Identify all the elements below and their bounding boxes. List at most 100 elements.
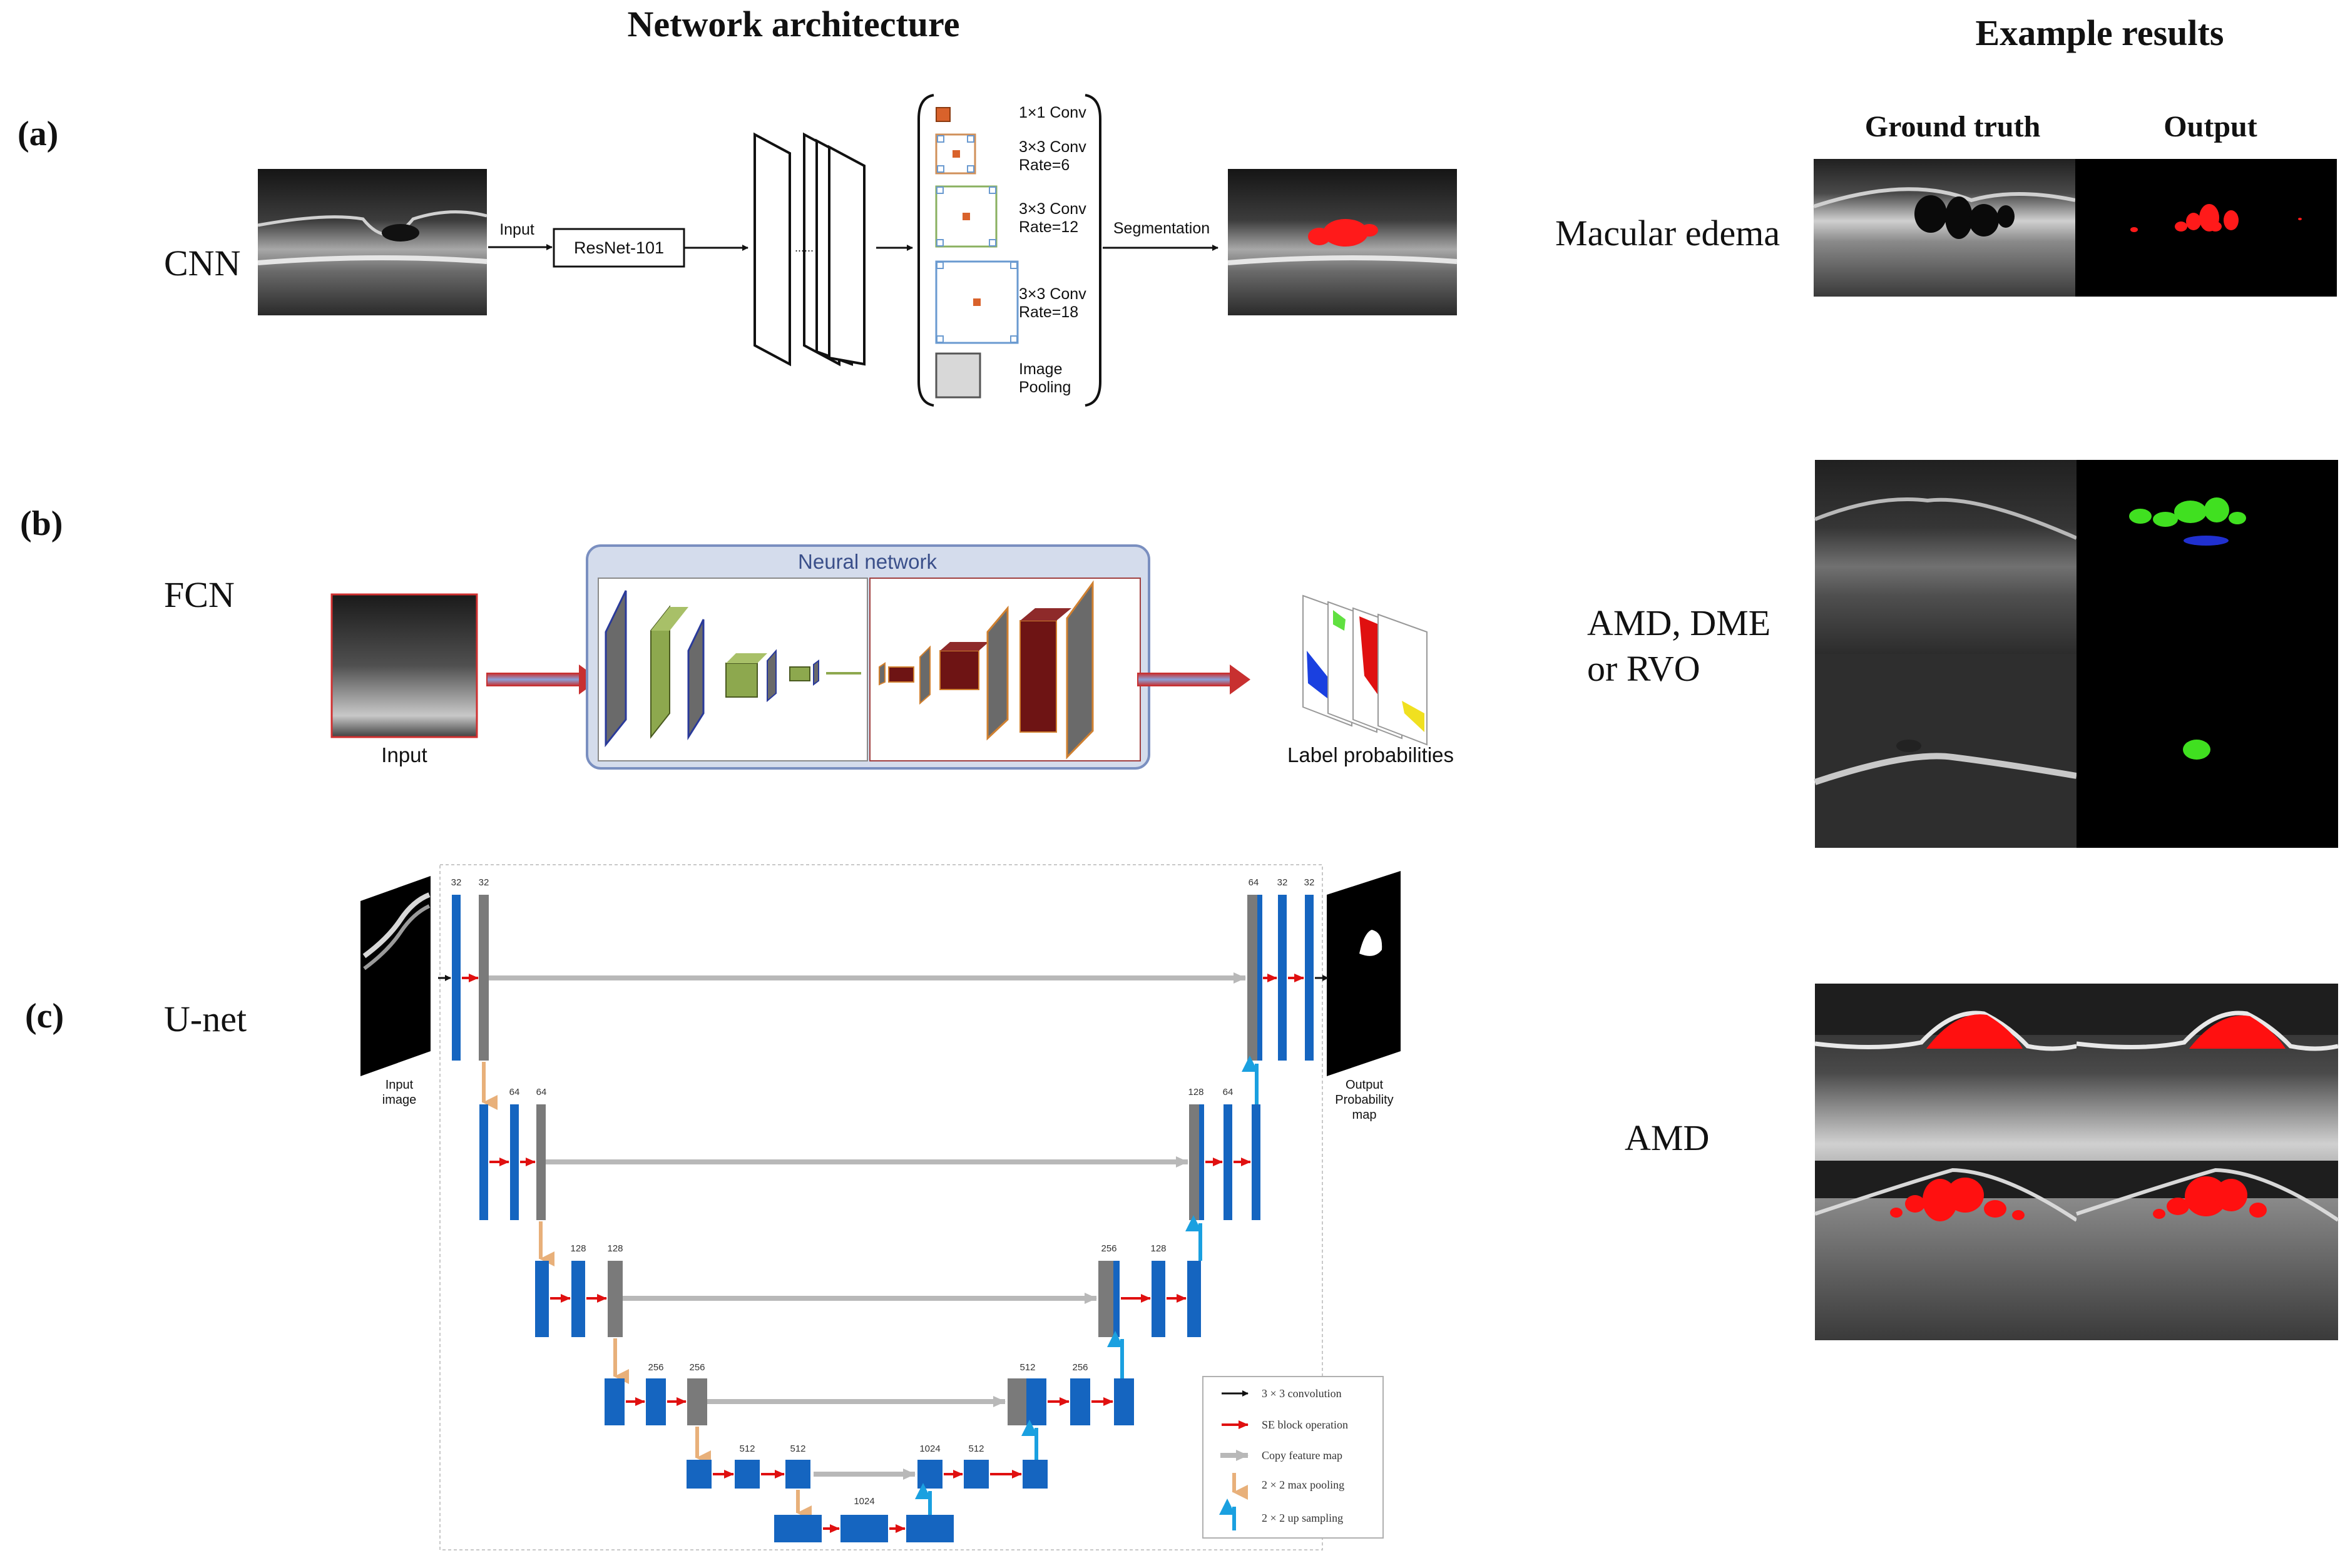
aspp-image-pooling-label-2: Pooling [1019,379,1071,396]
neural-network-title: Neural network [798,550,937,573]
unet-output-caption-3: map [1352,1108,1377,1122]
cnn-input-oct-image [257,169,488,315]
amd-dme-rvo-label-1: AMD, DME [1587,603,1770,643]
unet-block-enc5-c [785,1460,810,1489]
unet-label-enc3-a: 128 [570,1243,586,1254]
unet-output-caption-2: Probability [1335,1093,1393,1107]
unet-block-enc3-b [571,1261,585,1337]
unet-block-enc4-a [605,1378,625,1425]
unet-label-dec2-b: 64 [1223,1087,1234,1097]
panel-b-letter: (b) [20,504,63,543]
unet-block-dec1-c [1305,895,1314,1061]
unet-block-dec2-c [1252,1104,1260,1220]
amd-dme-rvo-label-2: or RVO [1587,648,1700,689]
aspp-conv-rate6-label-2: Rate=6 [1019,156,1070,174]
macular-edema-ground-truth [1813,159,2076,297]
fcn-encoder-blocks [605,590,861,748]
legend-conv-label: 3 × 3 convolution [1262,1387,1342,1400]
unet-input-caption-1: Input [386,1078,414,1092]
heading-example-results: Example results [1976,13,2224,53]
heading-network-architecture: Network architecture [628,4,960,44]
unet-label-enc5-b: 512 [790,1443,805,1454]
cnn-output-oct-image [1227,169,1458,315]
resnet-label: ResNet-101 [574,238,664,257]
unet-input-image [360,876,431,1076]
amd-output [2076,984,2339,1340]
unet-label-dec5-a: 1024 [919,1443,940,1454]
aspp-image-pooling-label-1: Image [1019,360,1062,378]
unet-block-dec2-a2 [1199,1104,1204,1220]
unet-block-enc4-b [646,1378,666,1425]
unet-block-dec3-b [1152,1261,1165,1337]
aspp-image-pooling-icon [935,352,981,399]
amd-ground-truth [1814,984,2078,1340]
unet-block-bottom-b [840,1515,888,1542]
panel-a-letter: (a) [18,115,58,153]
unet-block-enc1-a [452,895,461,1061]
fcn-decoder-blocks [879,580,1094,760]
amd-dme-rvo-ground-truth [1814,460,2078,848]
panel-c: (c) U-net Input image Output Probability… [25,864,2339,1550]
unet-label-dec1-b: 32 [1277,877,1288,888]
unet-block-enc3-a [535,1261,549,1337]
unet-label-enc1-b: 32 [479,877,489,888]
unet-block-dec5-b [964,1460,989,1489]
unet-output-image [1327,871,1401,1076]
unet-label-enc1-a: 32 [451,877,462,888]
panel-a: (a) CNN Input ResNet-101 ...... 1×1 Conv [18,94,2337,407]
unet-block-enc3-c [608,1261,623,1337]
aspp-conv-rate6-label-1: 3×3 Conv [1019,138,1086,156]
aspp-left-bracket [917,94,934,407]
fcn-input-caption: Input [381,743,427,766]
cnn-dots: ...... [795,242,814,254]
unet-label-dec3-a: 256 [1101,1243,1116,1254]
unet-block-dec5-a [917,1460,943,1489]
amd-label: AMD [1625,1117,1709,1158]
aspp-right-bracket [1085,94,1101,407]
aspp-conv-rate18-icon [935,260,1019,344]
unet-label-enc4-a: 256 [648,1362,663,1373]
unet-label-bottom: 1024 [854,1496,874,1507]
unet-block-enc4-c [687,1378,707,1425]
unet-block-dec1-b [1278,895,1287,1061]
macular-edema-output [2075,159,2337,297]
unet-block-dec1-a2 [1257,895,1262,1061]
unet-block-dec3-a2 [1113,1261,1120,1337]
unet-block-dec5-c [1023,1460,1048,1489]
unet-input-caption-2: image [382,1093,416,1107]
panel-c-model-label: U-net [164,999,247,1039]
aspp-conv-rate12-label-2: Rate=12 [1019,218,1078,236]
cnn-feature-planes [754,132,866,367]
aspp-conv1-label: 1×1 Conv [1019,104,1086,121]
unet-block-dec2-b [1224,1104,1232,1220]
unet-block-dec4-c [1114,1378,1134,1425]
legend-se-label: SE block operation [1262,1418,1348,1431]
panel-c-letter: (c) [25,997,64,1036]
fcn-output-arrow-head [1230,664,1250,695]
unet-output-caption-1: Output [1346,1078,1383,1092]
unet-block-dec4-b [1070,1378,1090,1425]
aspp-conv-rate18-label-1: 3×3 Conv [1019,285,1086,303]
unet-block-enc2-c [536,1104,546,1220]
unet-label-enc5-a: 512 [739,1443,755,1454]
fcn-label-probability-maps [1302,594,1428,746]
unet-label-dec2-a: 128 [1188,1087,1203,1097]
aspp-conv-rate12-icon [935,185,998,248]
unet-block-enc2-b [510,1104,519,1220]
unet-label-enc2-a: 64 [509,1087,520,1097]
unet-copy-arrows [488,972,1246,1480]
unet-block-bottom-c [906,1515,954,1542]
fcn-output-arrow-shaft [1137,673,1232,686]
unet-label-enc3-b: 128 [607,1243,623,1254]
unet-label-dec3-b: 128 [1150,1243,1166,1254]
legend-pool-label: 2 × 2 max pooling [1262,1479,1344,1491]
unet-block-enc1-b [479,895,489,1061]
fcn-input-arrow-shaft [486,673,581,686]
unet-block-enc5-b [735,1460,760,1489]
unet-block-dec2-a [1189,1104,1199,1220]
unet-label-dec1-c: 32 [1304,877,1315,888]
unet-block-dec4-a2 [1026,1378,1046,1425]
amd-dme-rvo-output [2077,460,2338,848]
fcn-output-caption: Label probabilities [1287,743,1454,766]
unet-label-enc2-b: 64 [536,1087,547,1097]
